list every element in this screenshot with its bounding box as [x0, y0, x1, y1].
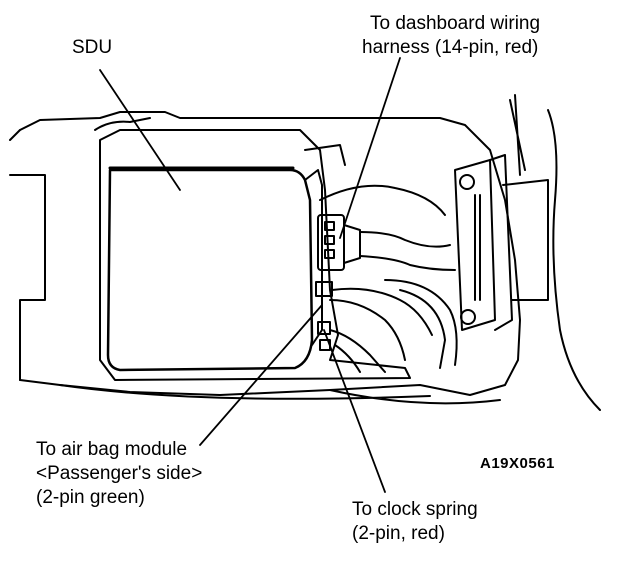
- harness-lower: [329, 287, 433, 373]
- label-airbag-line2: <Passenger's side>: [36, 463, 203, 484]
- leader-sdu: [99, 69, 181, 191]
- label-sdu: SDU: [72, 37, 113, 58]
- label-dashboard-line1: To dashboard wiring: [370, 13, 541, 34]
- label-airbag-line3: (2-pin green): [36, 487, 145, 508]
- dashboard-lower-curve: [59, 384, 501, 405]
- sdu-recess: [99, 129, 411, 381]
- sdu-side: [304, 169, 323, 346]
- label-clock-line1: To clock spring: [352, 499, 478, 520]
- dashboard-left-edge: [9, 129, 46, 381]
- dashboard-upper-line: [94, 117, 151, 131]
- harness-loop: [304, 144, 446, 216]
- right-side-edge: [509, 94, 601, 411]
- mounting-bracket: [454, 154, 549, 331]
- figure-code: A19X0561: [480, 455, 555, 472]
- leader-clock: [323, 329, 386, 493]
- connector-14pin: [317, 214, 361, 271]
- dashboard-outline: [19, 111, 521, 396]
- harness-tube: [384, 279, 458, 369]
- sdu-unit: [106, 168, 314, 372]
- label-clock-line2: (2-pin, red): [352, 523, 445, 544]
- harness-main: [359, 231, 456, 271]
- label-airbag-line1: To air bag module: [36, 439, 188, 460]
- label-dashboard-line2: harness (14-pin, red): [362, 37, 539, 58]
- leader-dashboard: [339, 57, 401, 239]
- leader-airbag: [199, 304, 323, 446]
